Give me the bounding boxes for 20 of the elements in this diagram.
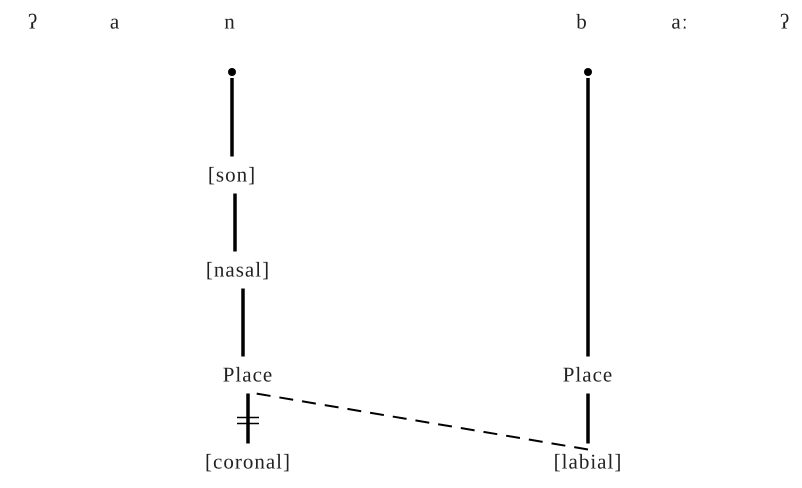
segment-symbol: a: [110, 12, 120, 32]
segment-symbol: ʔ: [780, 12, 790, 32]
association-line: [230, 78, 234, 156]
segment-symbol: aː: [671, 12, 689, 32]
feature-label: [son]: [208, 164, 256, 186]
association-line: [586, 394, 590, 444]
segment-symbol: ʔ: [28, 12, 38, 32]
feature-label: Place: [562, 364, 614, 386]
association-line: [246, 394, 250, 444]
feature-label: [coronal]: [205, 452, 291, 472]
segment-symbol: n: [224, 12, 236, 32]
feature-label: [labial]: [554, 452, 622, 472]
root-node-dot: [584, 68, 592, 76]
feature-label: [nasal]: [206, 260, 270, 280]
root-node-dot: [228, 68, 236, 76]
association-line: [233, 194, 237, 252]
association-line: [586, 78, 590, 356]
segment-symbol: b: [576, 12, 588, 32]
feature-label: Place: [222, 364, 274, 386]
association-line: [241, 288, 245, 356]
